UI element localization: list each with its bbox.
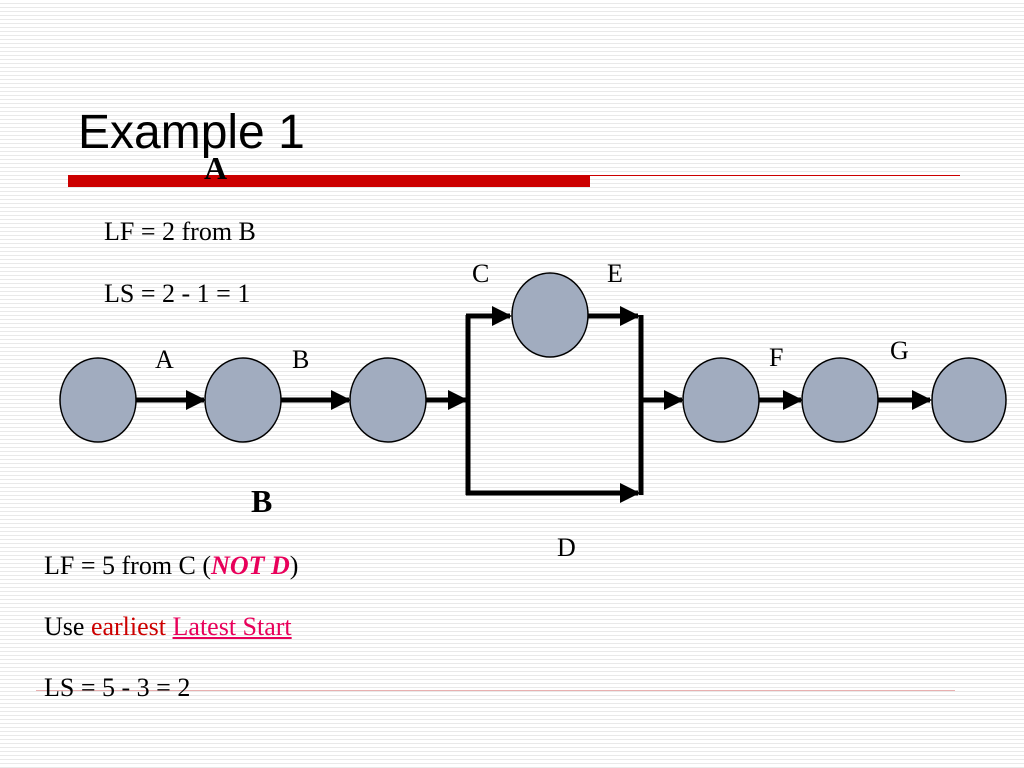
node-3	[349, 357, 427, 443]
slide-title: Example 1	[78, 106, 305, 159]
activity-b-heading: B	[251, 483, 273, 519]
activity-b-lf-prefix: LF = 5 from C (	[44, 551, 212, 580]
activity-a-ls: LS = 2 - 1 = 1	[104, 279, 251, 308]
activity-b-lf: LF = 5 from C (NOT D)	[44, 551, 298, 581]
title-underline-red	[68, 175, 590, 187]
activity-b-use-earliest: earliest	[90, 612, 167, 641]
node-6	[801, 357, 879, 443]
activity-b-latest-start-link[interactable]: Latest Start	[172, 612, 292, 641]
edge-label-c: C	[472, 259, 490, 288]
activity-a-lf: LF = 2 from B	[104, 217, 256, 246]
edge-label-e: E	[607, 259, 623, 288]
activity-b-use: Use earliest Latest Start	[44, 612, 292, 642]
activity-b-ls: LS = 5 - 3 = 2	[44, 673, 191, 702]
edge-label-f: F	[769, 343, 784, 372]
activity-b-lf-suffix: )	[289, 551, 299, 580]
node-1	[59, 357, 137, 443]
edge-label-a: A	[155, 345, 174, 374]
activity-a-heading: A	[204, 150, 228, 186]
node-2	[204, 357, 282, 443]
activity-b-use-prefix: Use	[44, 612, 91, 641]
edge-label-d: D	[557, 533, 576, 562]
edge-label-g: G	[890, 336, 909, 365]
node-4	[511, 272, 589, 358]
node-7	[931, 357, 1007, 443]
edge-label-b: B	[292, 345, 310, 374]
node-5	[682, 357, 760, 443]
activity-b-lf-emphasis: NOT D	[211, 551, 290, 580]
